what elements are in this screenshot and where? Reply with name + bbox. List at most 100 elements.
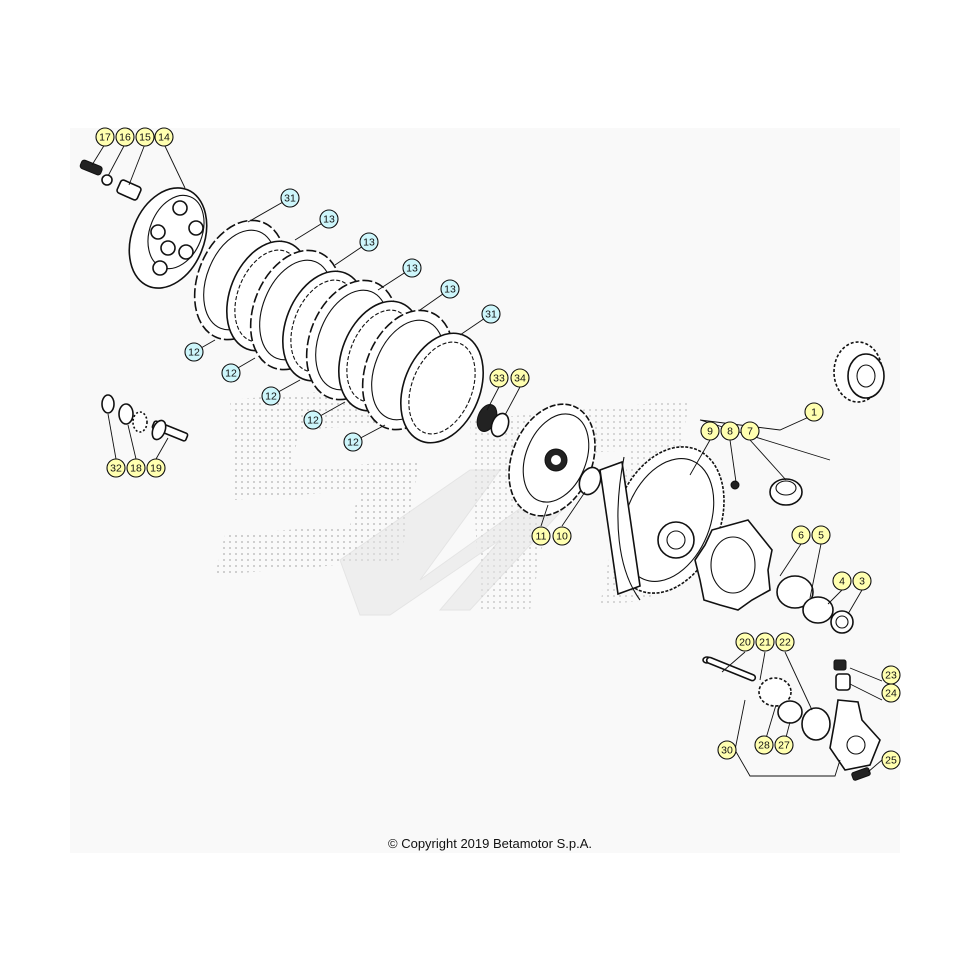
callout-1[interactable]: 1 [804, 402, 824, 422]
callout-circle [280, 188, 300, 208]
callout-23[interactable]: 23 [881, 665, 901, 685]
callout-circle [700, 421, 720, 441]
copyright-text: © Copyright 2019 Betamotor S.p.A. [388, 836, 592, 851]
callout-circle [221, 363, 241, 383]
callout-circle [852, 571, 872, 591]
callout-number: 23 [885, 670, 897, 682]
callout-12a[interactable]: 12 [184, 342, 204, 362]
callout-circle [115, 127, 135, 147]
callout-4[interactable]: 4 [832, 571, 852, 591]
callout-circle [531, 526, 551, 546]
callout-24[interactable]: 24 [881, 683, 901, 703]
callout-number: 18 [130, 463, 142, 475]
callout-number: 12 [265, 391, 277, 403]
callout-circle [359, 232, 379, 252]
callout-circle [95, 127, 115, 147]
callout-34[interactable]: 34 [510, 368, 530, 388]
callout-circle [552, 526, 572, 546]
callout-8[interactable]: 8 [720, 421, 740, 441]
callout-13b[interactable]: 13 [359, 232, 379, 252]
callout-14[interactable]: 14 [154, 127, 174, 147]
callout-circle [754, 735, 774, 755]
callout-number: 12 [188, 347, 200, 359]
callout-3[interactable]: 3 [852, 571, 872, 591]
callout-number: 12 [307, 415, 319, 427]
damper-plate [694, 519, 773, 611]
callout-16[interactable]: 16 [115, 127, 135, 147]
callout-circle [402, 258, 422, 278]
callout-9[interactable]: 9 [700, 421, 720, 441]
callout-32[interactable]: 32 [106, 458, 126, 478]
callout-25[interactable]: 25 [881, 750, 901, 770]
callout-circle [804, 402, 824, 422]
callout-12e[interactable]: 12 [343, 432, 363, 452]
callout-number: 34 [514, 373, 526, 385]
callout-circle [343, 432, 363, 452]
callout-27[interactable]: 27 [774, 735, 794, 755]
callout-circle [791, 525, 811, 545]
callout-33[interactable]: 33 [489, 368, 509, 388]
clutch-hub [508, 403, 602, 517]
callout-number: 1 [811, 407, 817, 419]
callout-15[interactable]: 15 [135, 127, 155, 147]
callout-circle [319, 209, 339, 229]
callout-12c[interactable]: 12 [261, 386, 281, 406]
callout-circle [832, 571, 852, 591]
callout-number: 31 [485, 309, 497, 321]
callout-circle [735, 632, 755, 652]
callout-30[interactable]: 30 [717, 740, 737, 760]
callout-13d[interactable]: 13 [440, 279, 460, 299]
needle-bearing [476, 404, 510, 438]
callout-number: 6 [798, 530, 804, 542]
callout-5[interactable]: 5 [811, 525, 831, 545]
callout-10[interactable]: 10 [552, 526, 572, 546]
callout-number: 3 [859, 576, 865, 588]
callout-circle [881, 683, 901, 703]
callout-number: 19 [150, 463, 162, 475]
callout-17[interactable]: 17 [95, 127, 115, 147]
callout-number: 13 [363, 237, 375, 249]
callout-circle [184, 342, 204, 362]
callout-number: 17 [99, 132, 111, 144]
callout-6[interactable]: 6 [791, 525, 811, 545]
callout-number: 8 [727, 426, 733, 438]
callout-circle [740, 421, 760, 441]
callout-31b[interactable]: 31 [481, 304, 501, 324]
callout-circle [106, 458, 126, 478]
callout-number: 22 [779, 637, 791, 649]
callout-20[interactable]: 20 [735, 632, 755, 652]
callout-number: 15 [139, 132, 151, 144]
callout-19[interactable]: 19 [146, 458, 166, 478]
callout-circle [755, 632, 775, 652]
callout-31a[interactable]: 31 [280, 188, 300, 208]
callout-number: 12 [347, 437, 359, 449]
callout-circle [440, 279, 460, 299]
callout-number: 9 [707, 426, 713, 438]
callout-number: 16 [119, 132, 131, 144]
callout-number: 31 [284, 193, 296, 205]
callout-11[interactable]: 11 [531, 526, 551, 546]
spacer-bushings [776, 575, 854, 634]
callout-28[interactable]: 28 [754, 735, 774, 755]
callout-number: 5 [818, 530, 824, 542]
clutch-plate-stack [193, 219, 484, 444]
callout-13a[interactable]: 13 [319, 209, 339, 229]
callout-13c[interactable]: 13 [402, 258, 422, 278]
callout-number: 11 [536, 531, 547, 543]
push-rod-assembly [101, 394, 189, 442]
callout-number: 25 [885, 755, 897, 767]
callout-12b[interactable]: 12 [221, 363, 241, 383]
callout-18[interactable]: 18 [126, 458, 146, 478]
callout-number: 4 [839, 576, 845, 588]
callout-number: 33 [493, 373, 505, 385]
callout-12d[interactable]: 12 [303, 410, 323, 430]
callout-number: 7 [747, 426, 753, 438]
callout-7[interactable]: 7 [740, 421, 760, 441]
callout-21[interactable]: 21 [755, 632, 775, 652]
callout-circle [303, 410, 323, 430]
callout-circle [720, 421, 740, 441]
callout-number: 13 [406, 263, 418, 275]
callout-22[interactable]: 22 [775, 632, 795, 652]
callout-circle [146, 458, 166, 478]
